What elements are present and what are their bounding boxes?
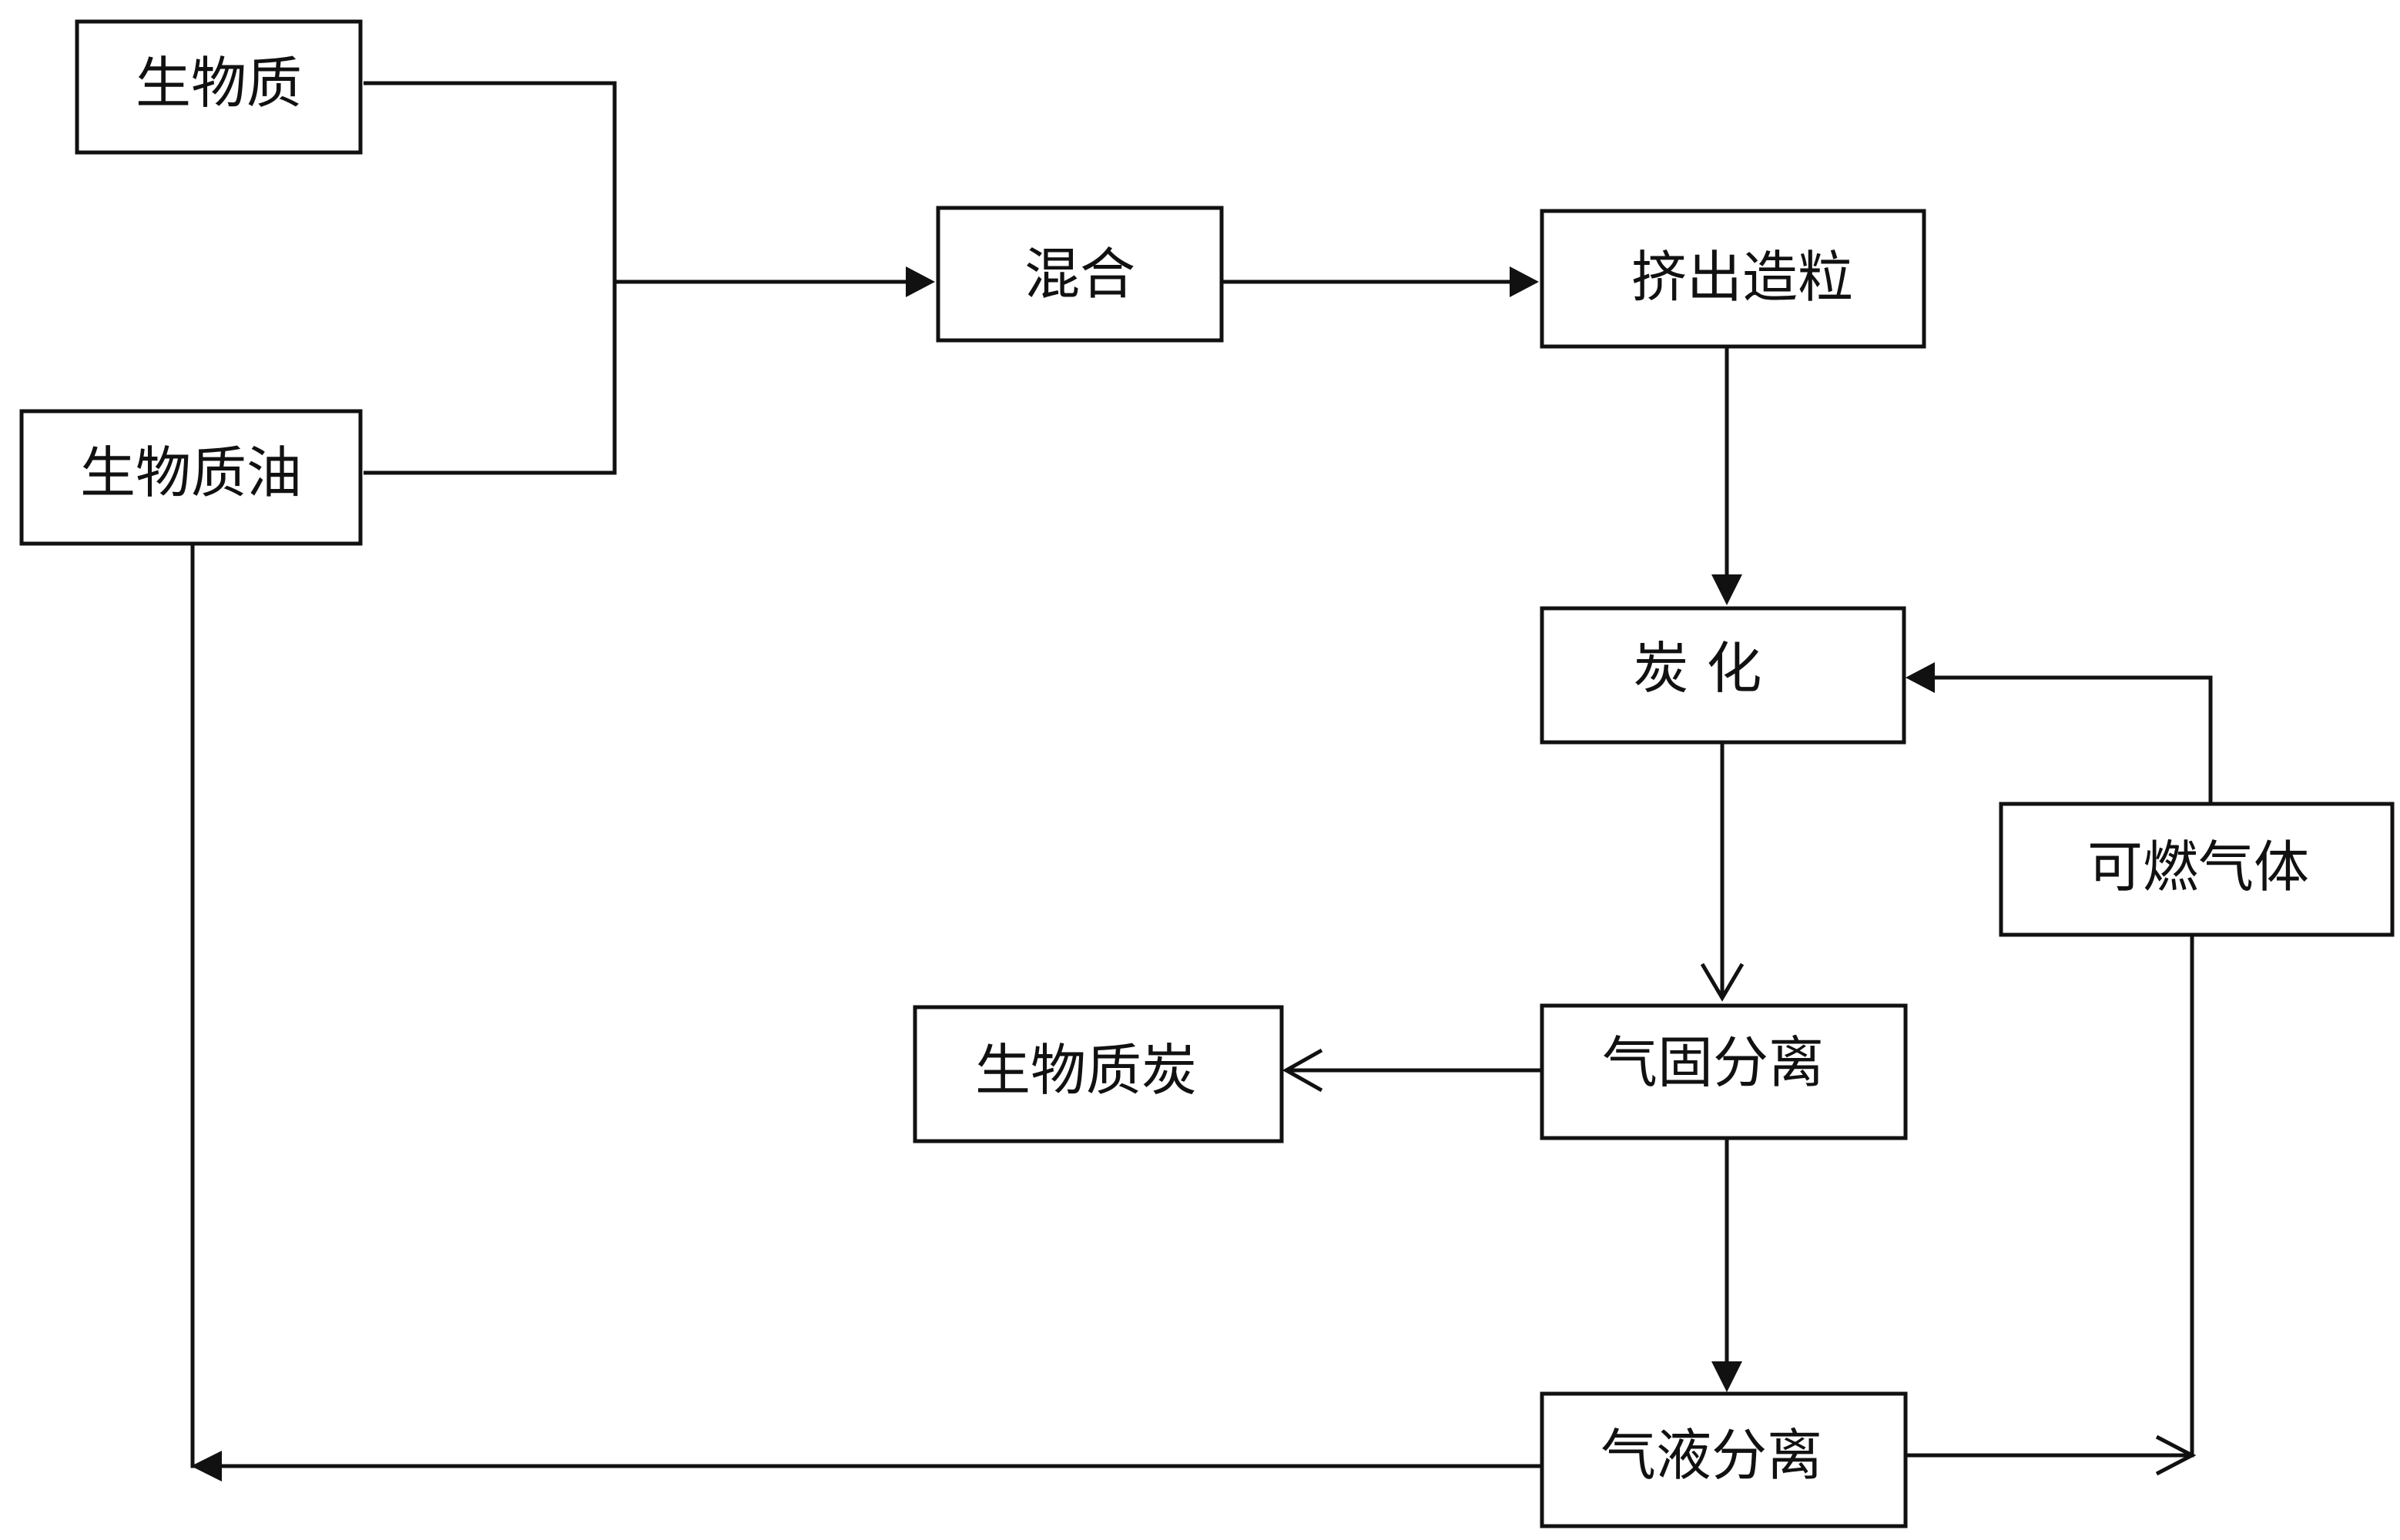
arrowhead-into-bio-oil-loop [191, 1451, 222, 1481]
node-biomass: 生物质 [75, 19, 363, 155]
node-biomass-box [75, 19, 363, 155]
edge-combustible-gas-to-carbonization [1930, 675, 2213, 802]
arrowhead-into-biochar [1282, 1048, 1323, 1093]
arrowhead-into-extrusion [1510, 266, 1539, 297]
node-gas-liquid-separation: 气液分离 [1540, 1391, 1908, 1528]
node-biochar-label: 生物质炭 [975, 1038, 1197, 1103]
node-gas-liquid-separation-box [1540, 1391, 1908, 1528]
node-extrusion: 挤出造粒 [1540, 209, 1926, 349]
node-extrusion-box [1540, 209, 1926, 349]
node-gas-solid-separation-label: 气固分离 [1602, 1030, 1824, 1095]
node-gas-solid-separation-box [1540, 1003, 1908, 1140]
arrowhead-into-carbonization [1711, 574, 1742, 605]
node-mixing: 混合 [936, 206, 1224, 343]
arrowhead-right-at-combustible-loop [2155, 1435, 2197, 1476]
arrowhead-into-carbonization-from-gas [1906, 662, 1935, 693]
node-bio-oil: 生物质油 [19, 409, 363, 546]
node-bio-oil-box [19, 409, 363, 546]
node-gas-solid-separation: 气固分离 [1540, 1003, 1908, 1140]
node-biomass-label: 生物质 [136, 51, 302, 116]
edge-biomass-to-junction [364, 81, 617, 282]
node-bio-oil-label: 生物质油 [80, 440, 302, 505]
arrowhead-into-gas-liquid [1711, 1361, 1742, 1392]
node-extrusion-label: 挤出造粒 [1631, 245, 1853, 310]
node-combustible-gas-box [1999, 802, 2395, 937]
node-carbonization-label: 炭 化 [1634, 636, 1762, 701]
node-mixing-label: 混合 [1024, 242, 1135, 306]
arrowhead-into-mixing [906, 266, 935, 297]
node-carbonization: 炭 化 [1540, 606, 1906, 745]
node-biochar-box [913, 1005, 1284, 1143]
arrowhead-into-gas-solid [1700, 962, 1745, 1002]
node-gas-liquid-separation-label: 气液分离 [1601, 1423, 1822, 1488]
node-combustible-gas: 可燃气体 [1999, 802, 2395, 937]
edge-bio-oil-to-junction [364, 282, 617, 475]
node-carbonization-box [1540, 606, 1906, 745]
node-mixing-box [936, 206, 1224, 343]
node-biochar: 生物质炭 [913, 1005, 1284, 1143]
edges [190, 81, 2213, 1481]
edge-gas-liquid-to-bio-oil [190, 544, 1540, 1468]
edge-gas-liquid-to-combustible-gas [1906, 936, 2194, 1458]
node-combustible-gas-label: 可燃气体 [2087, 835, 2309, 899]
